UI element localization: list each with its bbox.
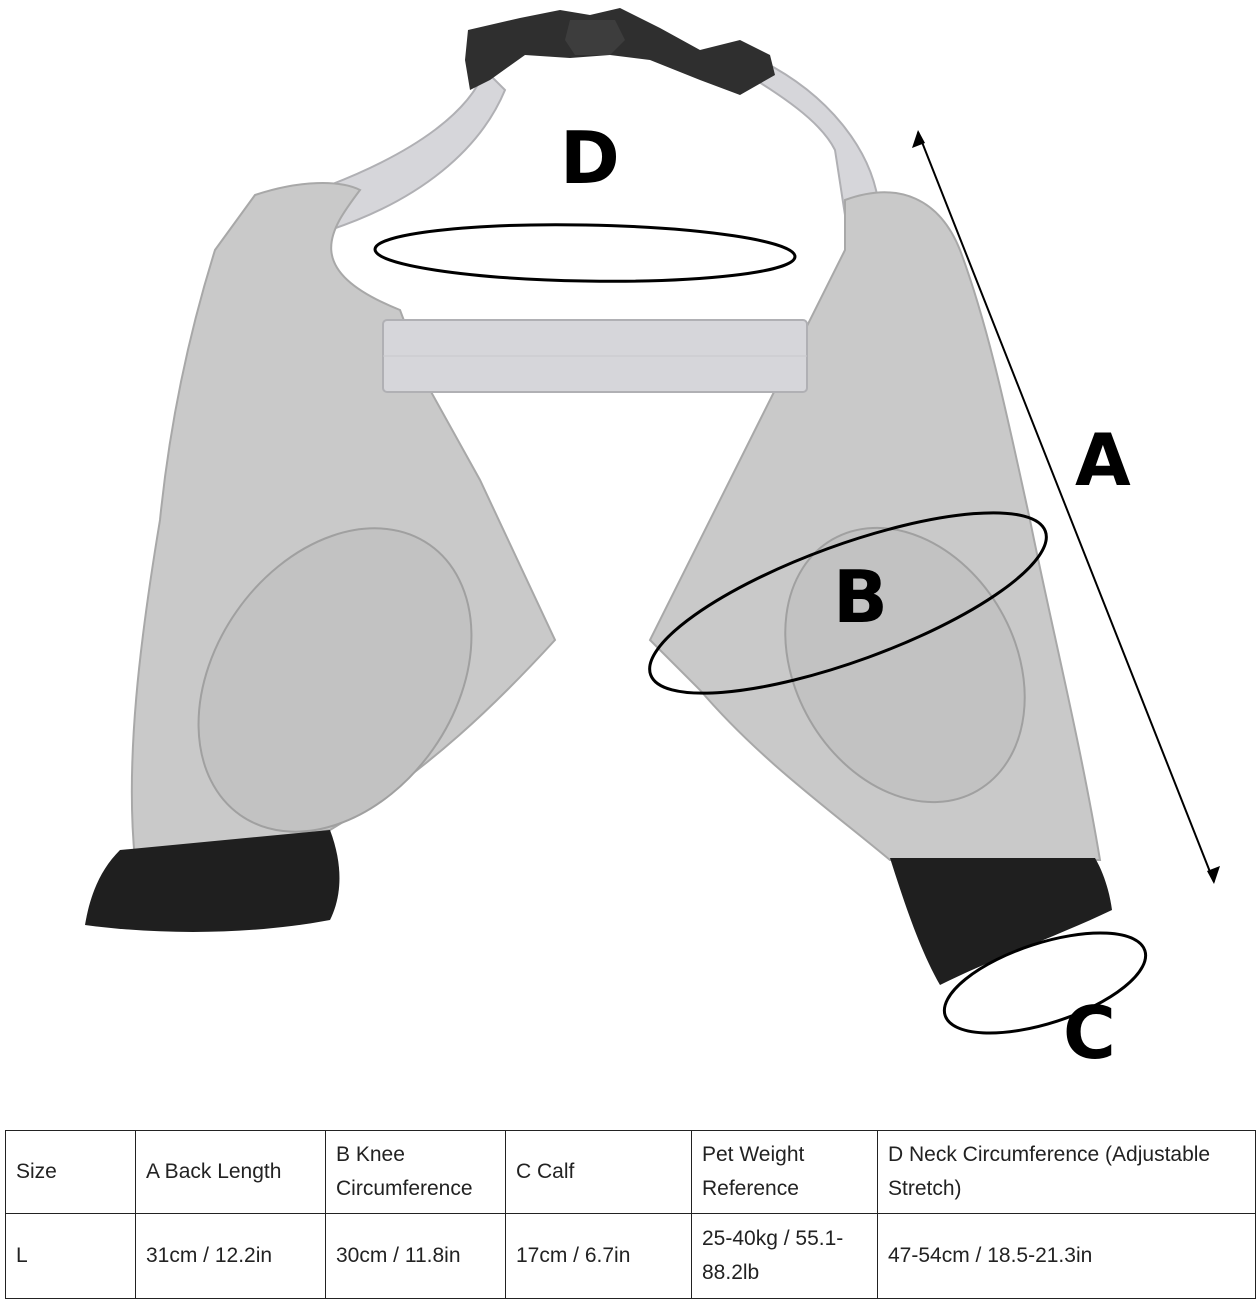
- cell-size: L: [5, 1213, 136, 1299]
- cell-pet-weight: 25-40kg / 55.1-88.2lb: [691, 1213, 878, 1299]
- label-a: A: [1075, 418, 1131, 502]
- header-calf: C Calf: [505, 1130, 692, 1214]
- cell-calf: 17cm / 6.7in: [505, 1213, 692, 1299]
- header-size: Size: [5, 1130, 136, 1214]
- right-cuff: [890, 858, 1112, 985]
- calf-measure-ring: [942, 931, 1148, 1035]
- knee-measure-ring: [648, 511, 1048, 695]
- header-neck-circumference: D Neck Circumference (Adjustable Stretch…: [877, 1130, 1256, 1214]
- neck-measure-ring: [373, 223, 797, 283]
- cell-knee-circumference: 30cm / 11.8in: [325, 1213, 506, 1299]
- left-knee-pad: [197, 527, 473, 833]
- cell-neck-circumference: 47-54cm / 18.5-21.3in: [877, 1213, 1256, 1299]
- buckle-icon: [465, 8, 775, 95]
- right-knee-pad: [784, 526, 1026, 804]
- neck-strap-right: [737, 58, 880, 217]
- size-chart-table: Size A Back Length B Knee Circumference …: [5, 1130, 1256, 1299]
- product-illustration: D A B C: [85, 8, 1220, 1075]
- table-header-row: Size A Back Length B Knee Circumference …: [5, 1130, 1256, 1214]
- cell-back-length: 31cm / 12.2in: [135, 1213, 326, 1299]
- left-cuff: [85, 830, 340, 932]
- label-d: D: [560, 116, 620, 200]
- header-back-length: A Back Length: [135, 1130, 326, 1214]
- table-row: L 31cm / 12.2in 30cm / 11.8in 17cm / 6.7…: [5, 1213, 1256, 1299]
- back-length-arrow: [912, 130, 1220, 884]
- header-knee-circumference: B Knee Circumference: [325, 1130, 506, 1214]
- header-pet-weight: Pet Weight Reference: [691, 1130, 878, 1214]
- label-b: B: [833, 555, 888, 639]
- label-c: C: [1063, 991, 1116, 1075]
